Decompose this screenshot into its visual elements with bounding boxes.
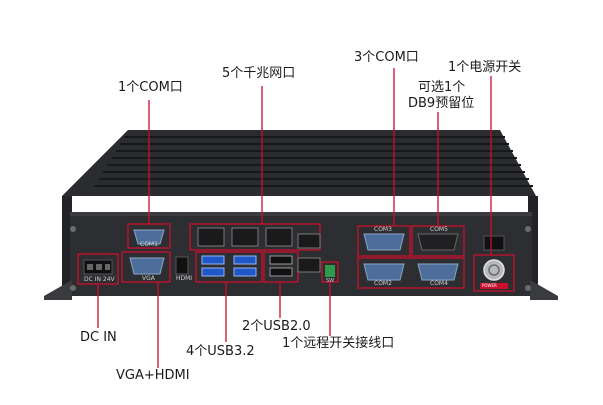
label-com2: COM2 — [374, 280, 392, 287]
box-power — [473, 254, 515, 292]
callout-db9-line1: 可选1个 — [418, 80, 466, 95]
box-com-lower — [357, 257, 465, 289]
callout-usb32: 4个USB3.2 — [186, 344, 255, 359]
lan-ports — [197, 227, 321, 273]
com-ports-right — [363, 233, 459, 281]
callout-com1: 1个COM口 — [118, 80, 183, 95]
heatsink-sides — [62, 196, 538, 291]
front-panel — [70, 212, 532, 296]
mounting-feet — [44, 280, 558, 300]
callout-lines — [97, 68, 492, 368]
label-com5: COM5 — [430, 226, 448, 233]
label-power: POWER — [482, 283, 497, 288]
box-com3 — [357, 225, 411, 257]
remote-switch-connector — [325, 265, 335, 277]
com1-port — [133, 229, 165, 245]
sw-slot — [483, 235, 505, 251]
label-vga: VGA — [142, 275, 155, 282]
callout-dc-in: DC IN — [80, 330, 117, 345]
label-com3: COM3 — [374, 226, 392, 233]
usb20-ports — [269, 255, 293, 277]
box-usb32 — [195, 251, 263, 283]
callout-power-switch: 1个电源开关 — [448, 60, 522, 75]
hdmi-port — [175, 256, 189, 275]
callout-remote-switch: 1个远程开关接线口 — [282, 336, 395, 351]
label-sw: SW — [326, 278, 335, 284]
power-button — [480, 259, 508, 289]
heatsink-top — [62, 130, 536, 196]
box-vga — [121, 251, 171, 283]
callout-usb20: 2个USB2.0 — [242, 319, 311, 334]
callout-com3: 3个COM口 — [354, 50, 419, 65]
dc-in-port — [83, 259, 113, 275]
callout-vga-hdmi: VGA+HDMI — [116, 368, 190, 383]
callout-db9-line2: DB9预留位 — [408, 96, 475, 111]
label-hdmi: HDMI — [176, 275, 193, 282]
label-dc-in-24v: DC IN 24V — [84, 276, 115, 283]
panel-screws — [70, 226, 531, 291]
label-com1: COM1 — [140, 241, 158, 248]
vga-port — [129, 257, 165, 275]
callout-lan5: 5个千兆网口 — [222, 66, 296, 81]
usb32-ports — [201, 255, 257, 277]
label-com4: COM4 — [430, 280, 448, 287]
